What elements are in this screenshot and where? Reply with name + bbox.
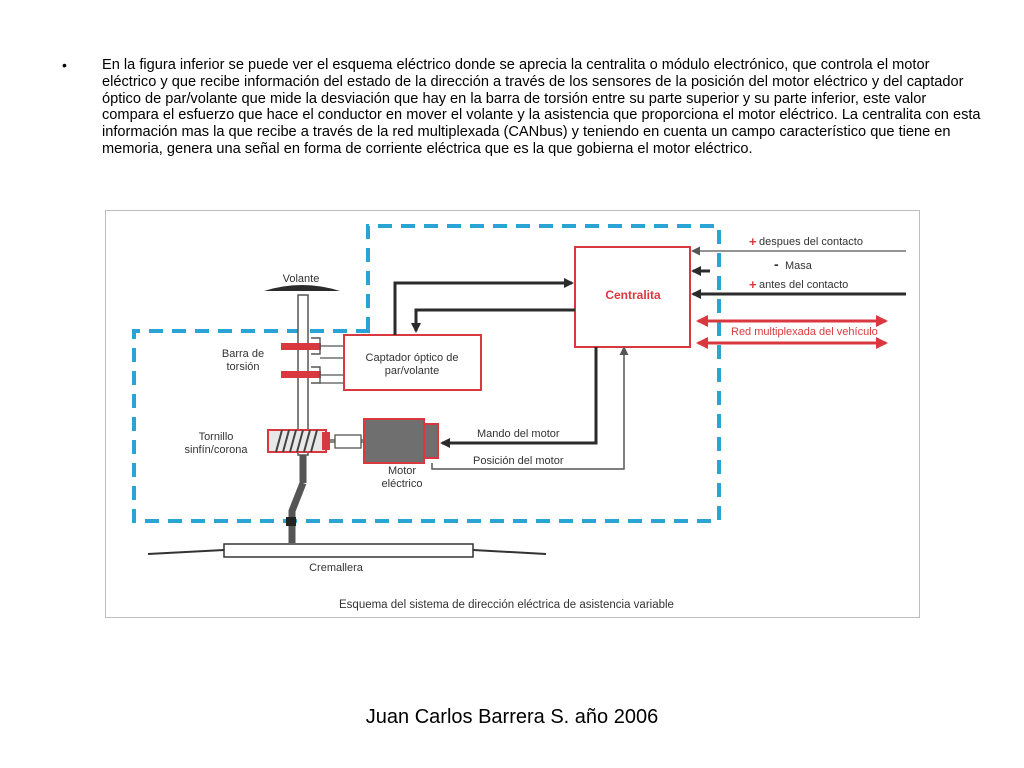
motor-label-1: Motor — [388, 465, 416, 477]
steering-joint-block — [286, 517, 296, 526]
footer-author: Juan Carlos Barrera S. año 2006 — [365, 706, 659, 728]
red-multiplexada-label: Red multiplexada del vehículo — [731, 326, 878, 338]
masa-label: Masa — [785, 260, 813, 272]
diagram-caption: Esquema del sistema de dirección eléctri… — [339, 599, 674, 611]
minus-sign: - — [774, 256, 779, 272]
captador-box — [343, 334, 482, 391]
motor-flange — [423, 423, 439, 459]
tornillo-label-2: sinfín/corona — [185, 444, 249, 456]
bullet-marker: • — [62, 57, 67, 73]
captador-label-2: par/volante — [385, 365, 439, 377]
centralita-box — [574, 246, 691, 348]
tornillo-label-1: Tornillo — [199, 431, 234, 443]
torsion-clamp-lower — [281, 371, 321, 378]
rack-line-left — [147, 549, 225, 555]
steering-joint-shaft — [288, 481, 307, 543]
captador-label-1: Captador óptico de — [366, 352, 459, 364]
captador-to-centralita-wire — [393, 278, 574, 335]
cremallera-bar — [223, 543, 474, 558]
posicion-motor-wire — [431, 346, 629, 470]
despues-contacto-label: despues del contacto — [759, 236, 863, 248]
barra-label-1: Barra de — [222, 348, 264, 360]
mando-motor-label: Mando del motor — [477, 428, 560, 440]
rack-line-right — [472, 549, 547, 555]
paragraph-text: En la figura inferior se puede ver el es… — [102, 57, 981, 157]
dashed-boundary — [132, 224, 721, 523]
barra-label-2: torsión — [226, 361, 259, 373]
steering-wheel — [264, 285, 340, 291]
worm-gear-cap — [322, 432, 330, 450]
motor-body — [363, 418, 425, 464]
volante-label: Volante — [283, 273, 320, 285]
torsion-clamp-upper — [281, 343, 321, 350]
motor-label-2: eléctrico — [382, 478, 423, 490]
posicion-motor-label: Posición del motor — [473, 455, 564, 467]
plus-sign-1: + — [749, 234, 757, 249]
diagram-figure: Cremallera Volante Barra de torsión Capt… — [105, 210, 920, 618]
plus-sign-2: + — [749, 277, 757, 292]
antes-contacto-label: antes del contacto — [759, 279, 848, 291]
cremallera-label: Cremallera — [309, 562, 364, 574]
steering-diagram: Cremallera Volante Barra de torsión Capt… — [132, 224, 906, 611]
mando-motor-wire — [440, 347, 598, 448]
bullet-paragraph: • En la figura inferior se puede ver el … — [62, 57, 982, 158]
centralita-to-captador-wire — [411, 308, 575, 333]
worm-gear-threads — [275, 429, 318, 453]
motor-shaft-end — [334, 434, 362, 449]
centralita-label: Centralita — [605, 288, 661, 302]
